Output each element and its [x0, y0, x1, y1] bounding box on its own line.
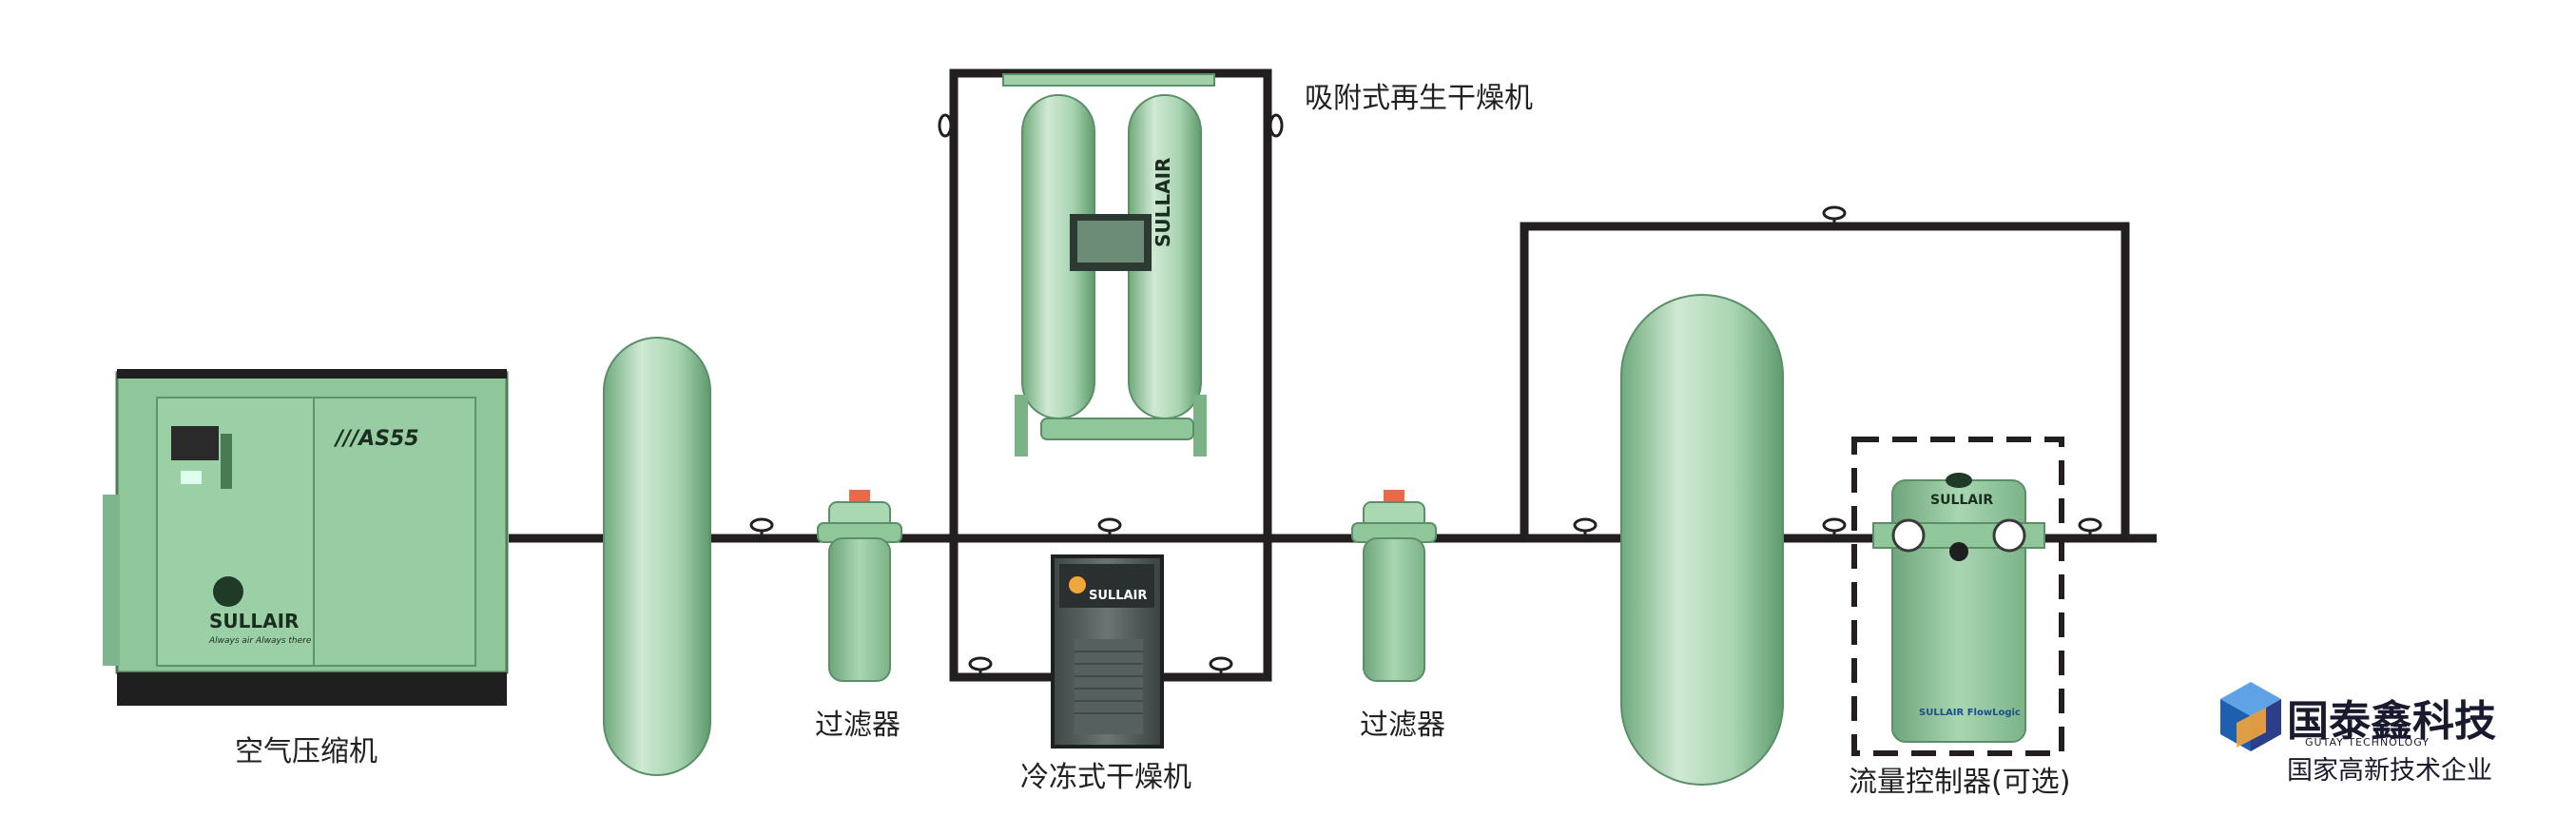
valve-icon — [1573, 517, 1598, 538]
valve-icon — [1269, 113, 1284, 138]
label-refrigerated-dryer: 冷冻式干燥机 — [1020, 761, 1191, 794]
label-adsorption-dryer: 吸附式再生干燥机 — [1305, 82, 1533, 115]
flow-controller: SULLAIR SULLAIR FlowLogic — [1851, 437, 2064, 756]
label-flow-controller: 流量控制器(可选) — [1849, 766, 2071, 799]
filter-1 — [817, 490, 902, 682]
receiver-tank-small — [603, 337, 711, 776]
optional-dashed-box — [1851, 437, 2064, 756]
refrigerated-dryer: SULLAIR — [1051, 554, 1164, 749]
controller-brand: SULLAIR — [1930, 493, 1993, 508]
compressor-slogan: Always air Always there — [208, 636, 312, 646]
compressor-brand: SULLAIR — [209, 610, 299, 632]
adsorption-dryer: SULLAIR — [1002, 73, 1215, 457]
adsorption-dryer-brand: SULLAIR — [1152, 158, 1174, 247]
valve-icon — [1822, 517, 1847, 538]
bypass-loop — [1520, 222, 2130, 538]
label-filter-1: 过滤器 — [815, 709, 901, 742]
receiver-tank-large — [1620, 294, 1784, 786]
company-english-name: GUTAY TECHNOLOGY — [2305, 736, 2430, 749]
valve-icon — [968, 656, 993, 677]
valve-icon — [938, 113, 953, 138]
compressor-model: ///AS55 — [333, 427, 419, 451]
label-compressor: 空气压缩机 — [235, 735, 378, 768]
adsorption-dryer-loop — [949, 68, 1272, 538]
valve-icon — [1822, 205, 1847, 226]
air-compressor: SULLAIR Always air Always there ///AS55 — [103, 369, 509, 706]
flowlogic-label: SULLAIR FlowLogic — [1919, 708, 2021, 718]
company-name: 国泰鑫科技 — [2287, 697, 2496, 746]
valves — [749, 113, 2102, 677]
dryer-brand: SULLAIR — [1089, 589, 1147, 603]
label-filter-2: 过滤器 — [1360, 709, 1445, 742]
valve-icon — [749, 517, 774, 538]
valve-icon — [2078, 517, 2102, 538]
company-logo-icon — [2220, 682, 2281, 751]
company-subtitle: 国家高新技术企业 — [2287, 756, 2492, 786]
valve-icon — [1097, 517, 1122, 538]
filter-2 — [1351, 490, 1437, 682]
valve-icon — [1209, 656, 1233, 677]
